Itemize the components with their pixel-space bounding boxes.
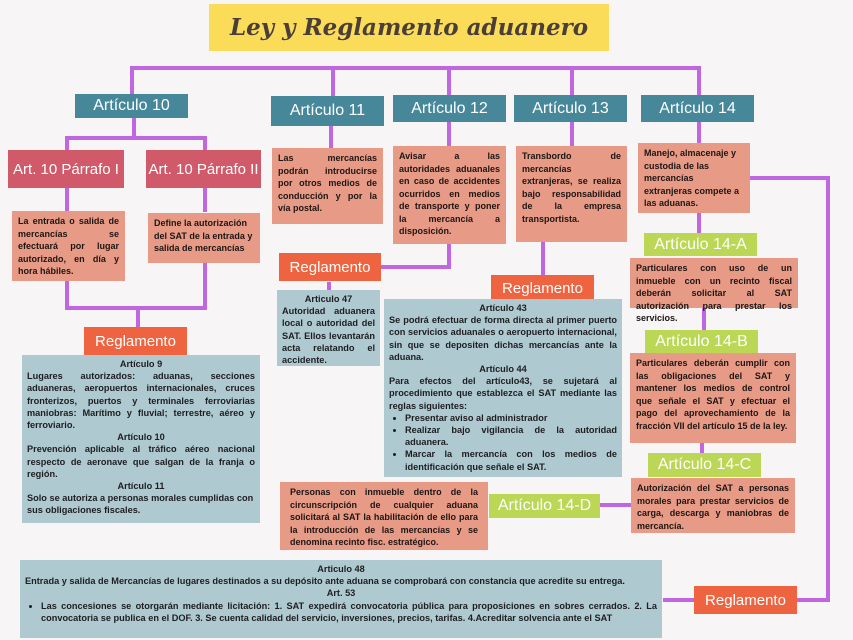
connector-reg14-right	[797, 598, 830, 602]
art10-reglamento-header: Reglamento	[84, 327, 187, 355]
connector-art10-down	[130, 66, 134, 96]
art14-reglamento-header: Reglamento	[694, 586, 797, 614]
reg-art44-title: Artículo 44	[479, 364, 527, 375]
art11-text: Las mercancías podrán introducirse por o…	[272, 148, 383, 224]
reg-art9-text: Lugares autorizados: aduanas, secciones …	[27, 371, 255, 431]
art14-reglamento-box: Articulo 48 Entrada y salida de Mercancí…	[20, 560, 662, 638]
reg-art53-title: Art. 53	[326, 588, 356, 599]
connector-p2-down	[203, 136, 207, 152]
art14a-header: Artículo 14-A	[644, 233, 757, 256]
reg-art47-title: Articulo 47	[304, 294, 353, 304]
art13-reglamento-header: Reglamento	[491, 275, 594, 301]
connector-top-horizontal	[130, 66, 700, 70]
art12-reglamento-box: Articulo 47 Autoridad aduanera local o a…	[277, 290, 380, 366]
reg-art48-title: Articulo 48	[317, 564, 365, 574]
reg-art9-title: Artículo 9	[119, 359, 163, 369]
reg-art10-title: Artículo 10	[117, 432, 165, 443]
connector-art12-reg-h	[380, 265, 451, 269]
connector-art14-right-v	[826, 176, 830, 602]
art14c-header: Artículo 14-C	[648, 453, 761, 477]
connector-art14-text	[697, 120, 701, 144]
reg-art10-text: Prevención aplicable al tráfico aéreo na…	[27, 444, 255, 479]
connector-art14-right-h	[748, 176, 830, 180]
connector-art13-down	[570, 66, 574, 96]
reg-art47-text: Autoridad aduanera local o autoridad del…	[282, 306, 375, 366]
connector-art14-down	[697, 66, 701, 96]
connector-14b-14c	[700, 442, 704, 456]
connector-art13-reg	[541, 242, 545, 276]
art14a-text: Particulares con uso de un inmueble con …	[630, 258, 798, 323]
connector-art13-text	[570, 120, 574, 148]
art10-parrafo2-header: Art. 10 Párrafo II	[146, 150, 261, 188]
connector-14d-14c	[600, 503, 632, 507]
art14b-text: Particulares deberán cumplir con las obl…	[630, 353, 796, 443]
reg-art11-text: Solo se autoriza a personas morales cump…	[27, 493, 254, 516]
art13-text: Transbordo de mercancías extranjeras, se…	[516, 146, 627, 242]
reg-art44-list: Presentar aviso al administrador Realiza…	[389, 412, 617, 473]
art14-text: Manejo, almacenaje y custodia de las mer…	[638, 143, 750, 213]
connector-art12-reg-v	[447, 244, 451, 268]
art10-parrafo1-header: Art. 10 Párrafo I	[8, 150, 124, 188]
articulo-10-header: Artículo 10	[75, 94, 188, 118]
reg-art44-item: Realizar bajo vigilancia de la autoridad…	[405, 424, 617, 448]
articulo-12-header: Artículo 12	[393, 95, 506, 122]
articulo-11-header: Artículo 11	[271, 96, 384, 126]
connector-reg47-down	[327, 282, 331, 294]
connector-art12-down	[447, 66, 451, 96]
connector-art10-stem	[132, 118, 136, 136]
connector-art14-14a	[697, 212, 701, 234]
articulo-14-header: Artículo 14	[641, 95, 754, 122]
reg-art43-text: Se podrá efectuar de forma directa al pr…	[389, 315, 617, 362]
art12-text: Avisar a las autoridades aduanales en ca…	[393, 146, 506, 244]
connector-p1-bottom	[65, 280, 69, 310]
connector-reg10-up	[136, 306, 140, 328]
reg-art53-item: Las concesiones se otorgarán mediante li…	[41, 600, 657, 624]
reg-art11-title: Artículo 11	[117, 481, 165, 492]
connector-art11-text	[329, 126, 333, 148]
reg-art53-list: Las concesiones se otorgarán mediante li…	[25, 600, 657, 624]
art10-parrafo2-text: Define la autorización del SAT de la ent…	[148, 213, 260, 263]
reg-art44-item: Marcar la mercancía con los medios de id…	[405, 448, 617, 472]
art14d-header: Artículo 14-D	[489, 494, 600, 518]
connector-reg14-left	[663, 598, 695, 602]
art12-reglamento-header: Reglamento	[279, 253, 381, 281]
reg-art43-title: Artículo 43	[479, 303, 527, 313]
art13-reglamento-box: Artículo 43 Se podrá efectuar de forma d…	[384, 299, 622, 477]
reg-art44-text: Para efectos del artículo43, se sujetará…	[389, 376, 617, 411]
connector-p2-bottom	[203, 262, 207, 310]
art14c-text: Autorización del SAT a personas morales …	[631, 478, 795, 533]
art14d-text: Personas con inmueble dentro de la circu…	[280, 482, 488, 550]
art10-reglamento-box: Artículo 9 Lugares autorizados: aduanas,…	[22, 355, 260, 523]
connector-p2-text	[203, 188, 207, 212]
articulo-13-header: Artículo 13	[514, 95, 627, 122]
art10-parrafo1-text: La entrada o salida de mercancías se efe…	[12, 211, 125, 281]
art14b-header: Artículo 14-B	[645, 330, 758, 353]
page-title: Ley y Reglamento aduanero	[209, 4, 609, 51]
reg-art44-item: Presentar aviso al administrador	[405, 412, 617, 424]
connector-art12-text	[447, 120, 451, 148]
connector-art11-down	[331, 66, 335, 96]
connector-14a-14b	[702, 308, 706, 332]
reg-art48-text: Entrada y salida de Mercancías de lugare…	[25, 576, 625, 587]
connector-p1-text	[65, 188, 69, 212]
connector-art10-branch	[65, 136, 207, 140]
connector-p1-down	[65, 136, 69, 152]
